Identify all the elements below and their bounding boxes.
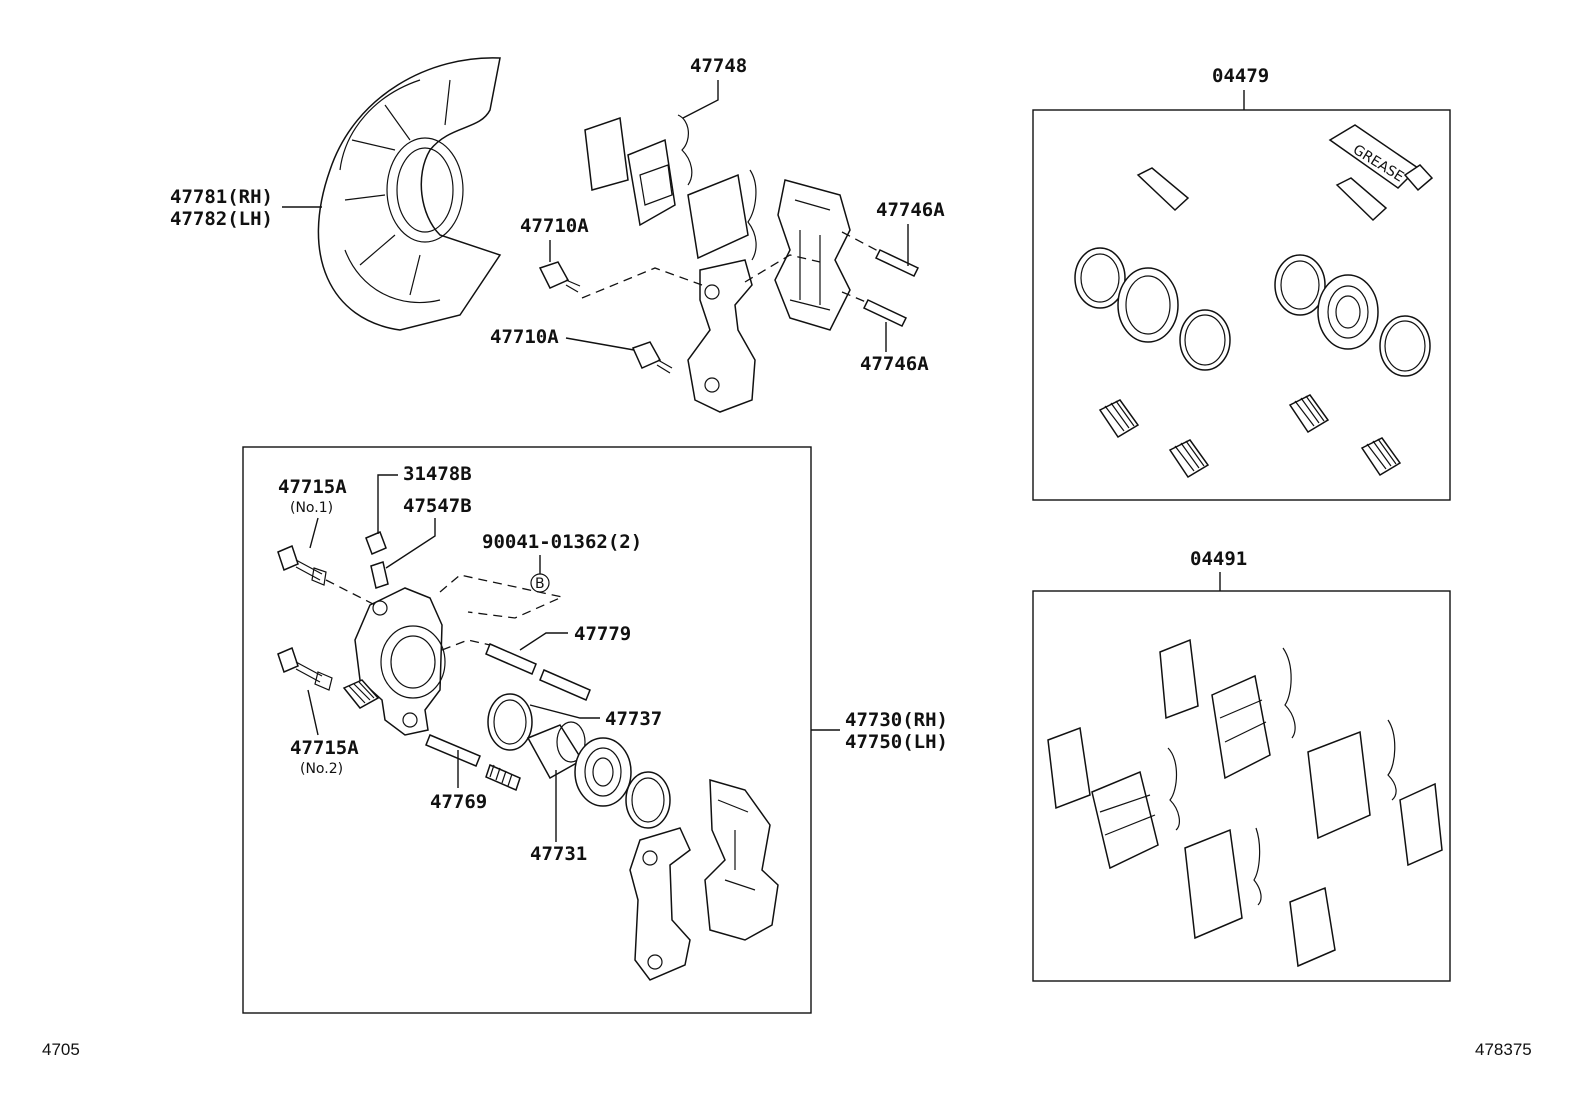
label-cap: 31478B [403, 463, 472, 485]
upper-caliper-assembly [538, 114, 920, 413]
label-kit-pad: 04491 [1190, 548, 1247, 570]
label-pin-lower: 47769 [430, 791, 487, 813]
leader-bleeder [385, 518, 436, 569]
leader-bolt-a2 [565, 337, 635, 351]
assembly-line-pins [841, 231, 881, 303]
corner-ref-right: 478375 [1475, 1040, 1532, 1059]
kit-pad-box [1032, 590, 1451, 982]
label-kit-seal: 04479 [1212, 65, 1269, 87]
label-bolt-no1: 47715A [278, 476, 347, 498]
kit-pad-parts [1047, 638, 1443, 968]
label-spring-top: 47748 [690, 55, 747, 77]
label-kit-ref: 90041-01362(2) [482, 531, 642, 553]
label-bolt-no2: 47715A [290, 737, 359, 759]
leader-cap [377, 474, 398, 534]
label-seal: 47737 [605, 708, 662, 730]
label-piston: 47731 [530, 843, 587, 865]
leader-bolt-no2 [307, 689, 319, 736]
assembly-line-bolt-upper [581, 267, 703, 299]
label-dust-shield-rh: 47781(RH) [170, 186, 273, 208]
label-bolt-no1-sub: (No.1) [290, 500, 333, 516]
kit-ref-marker-letter: B [535, 576, 545, 592]
label-pin-a1: 47746A [876, 199, 945, 221]
kit-seal-box [1032, 109, 1451, 501]
assembly-line-pin-upper [441, 639, 491, 651]
label-bolt-no2-sub: (No.2) [300, 761, 343, 777]
caliper-assembly-parts [277, 531, 779, 981]
label-pin-upper: 47779 [574, 623, 631, 645]
kit-seal-parts: GREASE [1074, 124, 1434, 479]
corner-ref-left: 4705 [42, 1040, 80, 1059]
label-dust-shield-lh: 47782(LH) [170, 208, 273, 230]
assembly-line-kit-ref [439, 574, 565, 619]
dust-shield [317, 57, 502, 331]
assembly-line-bolt-no1 [325, 579, 376, 606]
label-bolt-a2: 47710A [490, 326, 559, 348]
leader-pin-upper [519, 632, 568, 651]
leader-seal [529, 704, 600, 719]
label-caliper-lh: 47750(LH) [845, 731, 948, 753]
assembly-line-bracket [744, 254, 821, 283]
leader-bolt-no1 [309, 517, 319, 549]
label-pin-a2: 47746A [860, 353, 929, 375]
label-bleeder: 47547B [403, 495, 472, 517]
label-bolt-a1: 47710A [520, 215, 589, 237]
label-caliper-rh: 47730(RH) [845, 709, 948, 731]
leader-spring-top [682, 80, 719, 119]
kit-ref-marker-circle [530, 573, 550, 593]
